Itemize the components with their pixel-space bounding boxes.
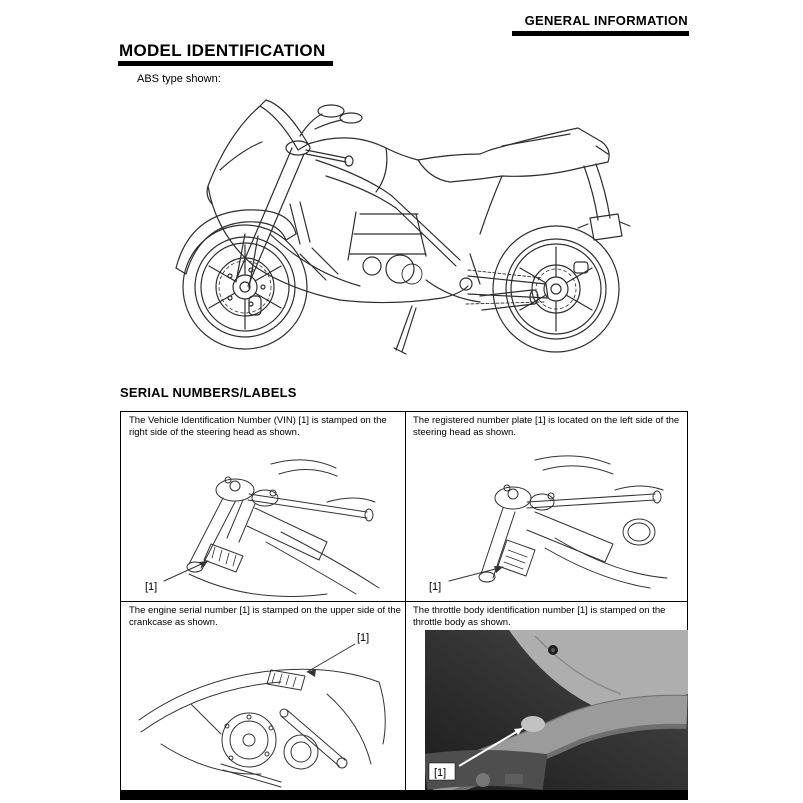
- photo-callout-box: [428, 762, 456, 781]
- bodywork-drawing: [206, 105, 610, 304]
- rear-section-drawing: [393, 163, 631, 355]
- title-underline: [118, 61, 333, 66]
- motorcycle-illustration: [175, 99, 631, 355]
- section-title: SERIAL NUMBERS/LABELS: [120, 385, 297, 400]
- vin-location-illustration: [1]: [145, 459, 380, 597]
- serial-numbers-table: The Vehicle Identification Number (VIN) …: [120, 411, 688, 791]
- engine-serial-description: The engine serial number [1] is stamped …: [129, 605, 401, 629]
- throttle-body-callout: [1]: [434, 767, 446, 779]
- throttle-body-description: The throttle body identification number …: [413, 605, 666, 629]
- cockpit-drawing: [259, 99, 363, 167]
- engine-serial-location-illustration: [1]: [138, 632, 386, 788]
- page-title: MODEL IDENTIFICATION: [119, 41, 326, 60]
- engine-serial-callout: [1]: [357, 632, 369, 644]
- rear-wheel-drawing: [492, 225, 620, 353]
- number-plate-description: The registered number plate [1] is locat…: [413, 415, 680, 439]
- frame-engine-drawing: [315, 159, 461, 285]
- header-title: GENERAL INFORMATION: [524, 13, 688, 28]
- throttle-body-photo: [1]: [425, 630, 688, 790]
- table-row-divider: [121, 601, 687, 602]
- number-plate-location-illustration: [1]: [429, 455, 668, 593]
- front-fender-fork-drawing: [175, 140, 311, 289]
- number-plate-callout: [1]: [429, 581, 441, 593]
- header-rule: [512, 31, 689, 36]
- vin-callout: [1]: [145, 581, 157, 593]
- page-bottom-rule: [120, 791, 688, 800]
- vin-description: The Vehicle Identification Number (VIN) …: [129, 415, 387, 439]
- front-wheel-drawing: [182, 224, 308, 350]
- abs-type-note: ABS type shown:: [137, 73, 221, 85]
